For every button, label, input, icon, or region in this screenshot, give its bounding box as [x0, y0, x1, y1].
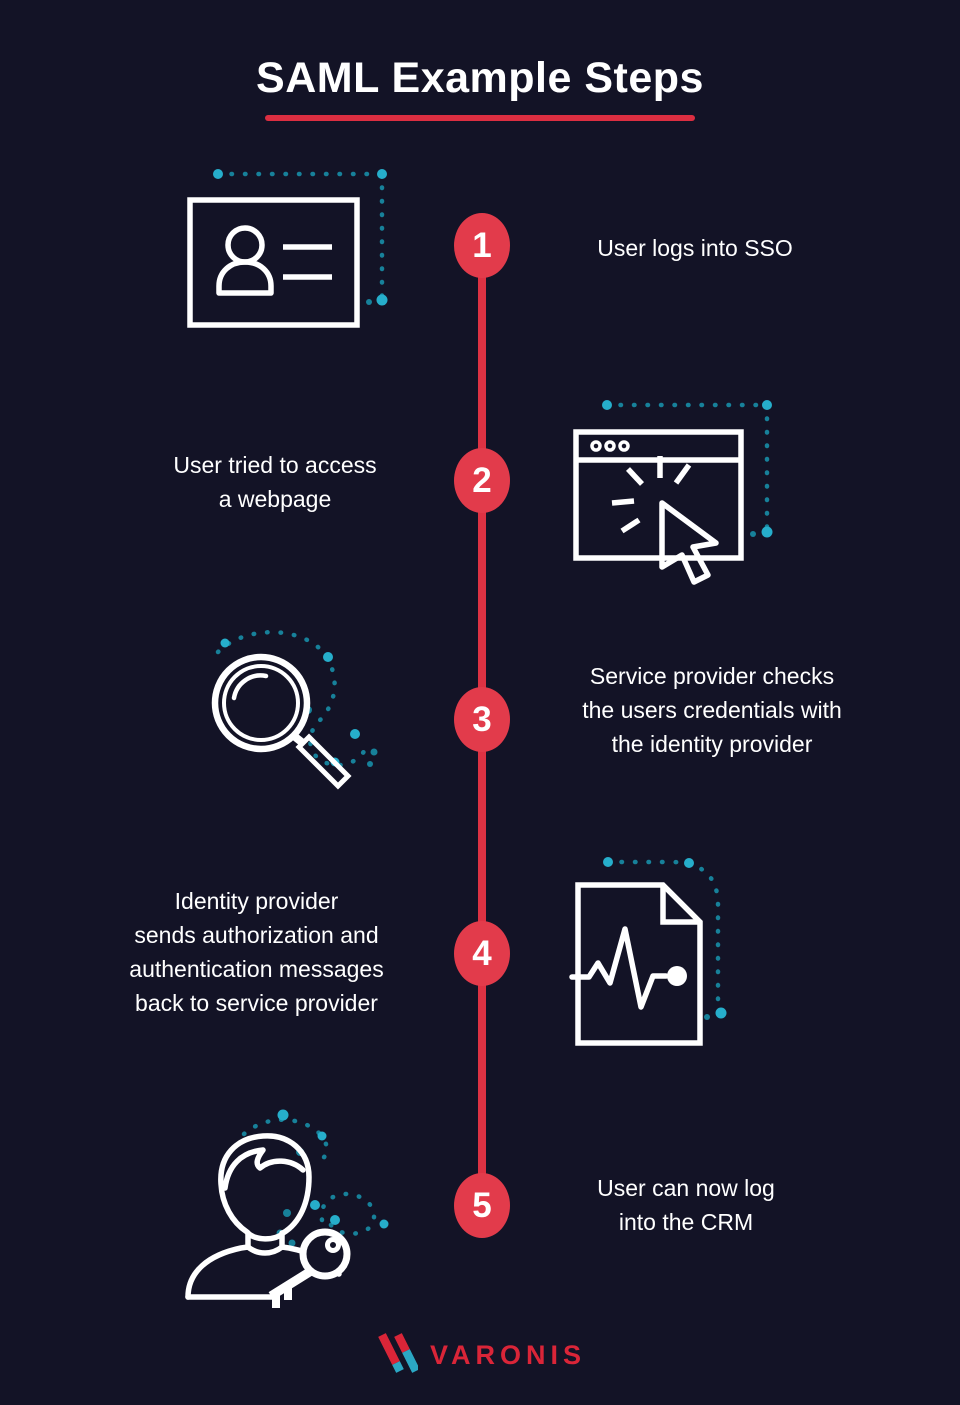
step-2-number-badge: 2: [454, 448, 510, 513]
step-3-description: Service provider checks the users creden…: [552, 659, 872, 761]
step-5-description: User can now log into the CRM: [556, 1171, 816, 1239]
step-4-line-4: back to service provider: [135, 990, 378, 1016]
step-1-number: 1: [472, 225, 492, 265]
varonis-logo-text: VARONIS: [429, 1339, 586, 1370]
step-4-description: Identity provider sends authorization an…: [99, 884, 414, 1020]
step-3-line-1: Service provider checks: [589, 663, 835, 689]
id-card-icon: [187, 169, 388, 328]
step-2-description: User tried to access a webpage: [115, 448, 435, 516]
step-3-number: 3: [472, 699, 492, 739]
step-5-number: 5: [472, 1185, 492, 1225]
step-4-line-2: sends authorization and: [134, 922, 379, 948]
step-3-number-badge: 3: [454, 687, 510, 752]
step-2-line-2: a webpage: [218, 486, 332, 512]
magnifying-glass-icon: [211, 630, 378, 790]
step-1-description: User logs into SSO: [550, 231, 840, 265]
step-3-line-2: the users credentials with: [582, 697, 842, 723]
step-2-number: 2: [472, 460, 492, 500]
step-1-number-badge: 1: [454, 213, 510, 278]
user-key-icon: [185, 1109, 389, 1308]
page-title: SAML Example Steps: [256, 54, 704, 102]
step-5-line-1: User can now log: [597, 1175, 775, 1201]
step-4-line-1: Identity provider: [174, 888, 339, 914]
step-5-line-2: into the CRM: [618, 1209, 754, 1235]
step-2-line-1: User tried to access: [173, 452, 377, 478]
document-pulse-icon: [569, 857, 727, 1046]
step-4-number-badge: 4: [454, 921, 510, 986]
step-3-line-3: the identity provider: [611, 731, 813, 757]
varonis-logo: VARONIS: [0, 1332, 960, 1378]
step-1-line-1: User logs into SSO: [597, 235, 793, 261]
step-4-line-3: authentication messages: [129, 956, 384, 982]
title-underline: [265, 115, 695, 121]
webpage-click-icon: [573, 400, 773, 585]
step-5-number-badge: 5: [454, 1173, 510, 1238]
varonis-logo-mark: [378, 1333, 418, 1373]
step-4-number: 4: [472, 933, 492, 973]
